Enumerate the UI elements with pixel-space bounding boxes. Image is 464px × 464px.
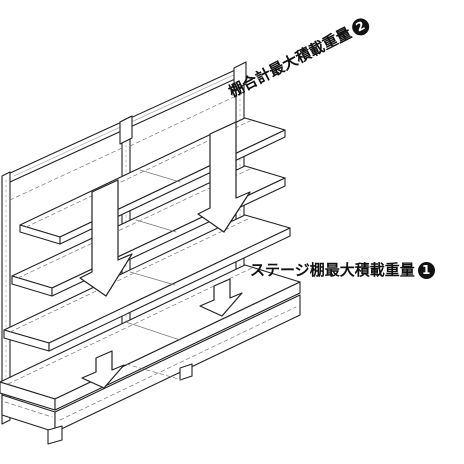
stage-load-text: ステージ棚最大積載重量 xyxy=(250,261,415,279)
stage-load-arrow-right xyxy=(199,278,243,317)
circled-number-1-icon: 1 xyxy=(417,262,435,279)
shelf-level-3 xyxy=(3,214,291,352)
post-top-middle xyxy=(119,115,133,145)
total-load-arrow-left xyxy=(79,179,133,297)
base-plinth xyxy=(1,294,301,445)
total-load-arrow-right xyxy=(197,121,251,233)
upright-left xyxy=(1,171,11,425)
stage-load-arrow-left xyxy=(81,350,125,389)
post-top-right xyxy=(233,61,247,91)
